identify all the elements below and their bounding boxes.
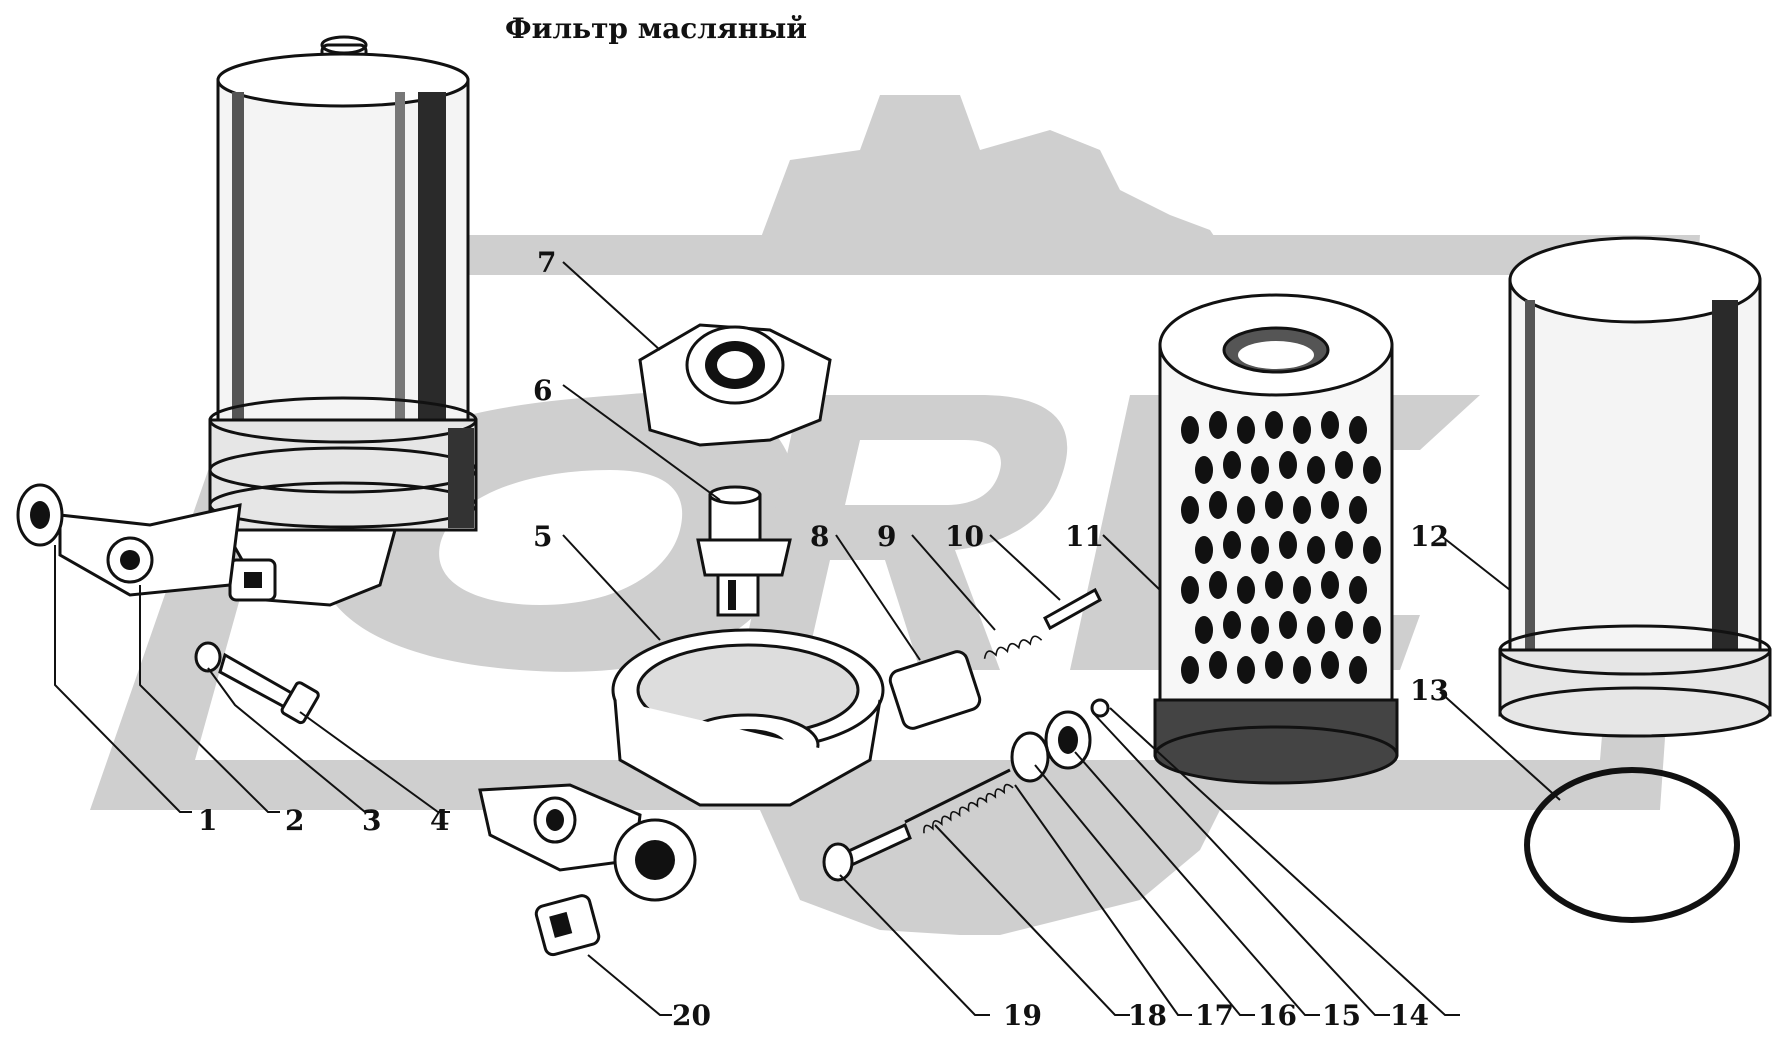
watermark-gear: [760, 95, 1230, 260]
filter-holes: [1181, 411, 1381, 684]
part-12-cover: [1498, 236, 1772, 738]
callout-1: 1: [198, 804, 217, 837]
callout-12: 12: [1410, 520, 1449, 553]
callout-9: 9: [877, 520, 896, 553]
callout-2: 2: [285, 804, 304, 837]
part-bolt-nut: [194, 641, 320, 725]
part-20-plug: [534, 894, 601, 957]
callout-14: 14: [1390, 999, 1429, 1032]
assembled-filter: [16, 35, 478, 607]
callout-18: 18: [1128, 999, 1167, 1032]
callout-4: 4: [430, 804, 449, 837]
callout-15: 15: [1322, 999, 1361, 1032]
callout-19: 19: [1003, 999, 1042, 1032]
callout-13: 13: [1410, 674, 1449, 707]
part-13-ring: [1524, 767, 1740, 923]
watermark-letter-r: [740, 395, 1068, 670]
callout-8: 8: [810, 520, 829, 553]
part-5-housing: [478, 628, 885, 902]
part-7-flange: [638, 323, 832, 447]
callout-6: 6: [533, 374, 552, 407]
part-11-filter-element: [1153, 293, 1399, 785]
callout-10: 10: [945, 520, 984, 553]
leader-lines: [54, 261, 1561, 1016]
callout-5: 5: [533, 520, 552, 553]
callouts: 1 2 3 4 5 6 7 8 9 10 11 12 13 19 18 17 1…: [198, 246, 1449, 1032]
callout-7: 7: [537, 246, 556, 279]
callout-11: 11: [1065, 520, 1104, 553]
part-8-9-10-valve: [888, 587, 1102, 730]
callout-16: 16: [1258, 999, 1297, 1032]
diagram-title: Фильтр масляный: [505, 12, 808, 45]
callout-17: 17: [1195, 999, 1234, 1032]
callout-3: 3: [362, 804, 381, 837]
part-6-fitting: [696, 485, 792, 617]
callout-20: 20: [672, 999, 711, 1032]
